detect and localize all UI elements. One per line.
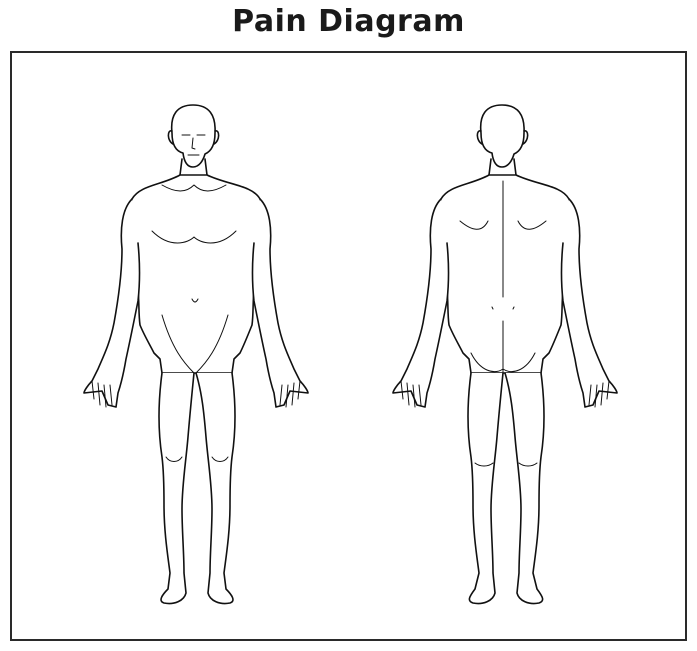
back-torso	[437, 175, 573, 373]
front-head	[172, 105, 215, 167]
front-torso	[128, 175, 264, 373]
front-left-arm	[84, 199, 140, 407]
front-left-leg	[159, 373, 194, 604]
body-front-figure[interactable]	[84, 105, 308, 604]
back-left-leg	[468, 373, 503, 604]
body-back-figure[interactable]	[393, 105, 617, 604]
front-right-arm	[253, 199, 309, 407]
back-right-arm	[562, 199, 618, 407]
back-right-leg	[505, 373, 544, 604]
diagram-frame	[10, 51, 687, 641]
back-head	[481, 105, 524, 167]
front-right-leg	[196, 373, 235, 604]
page-title: Pain Diagram	[0, 4, 697, 39]
back-left-arm	[393, 199, 449, 407]
